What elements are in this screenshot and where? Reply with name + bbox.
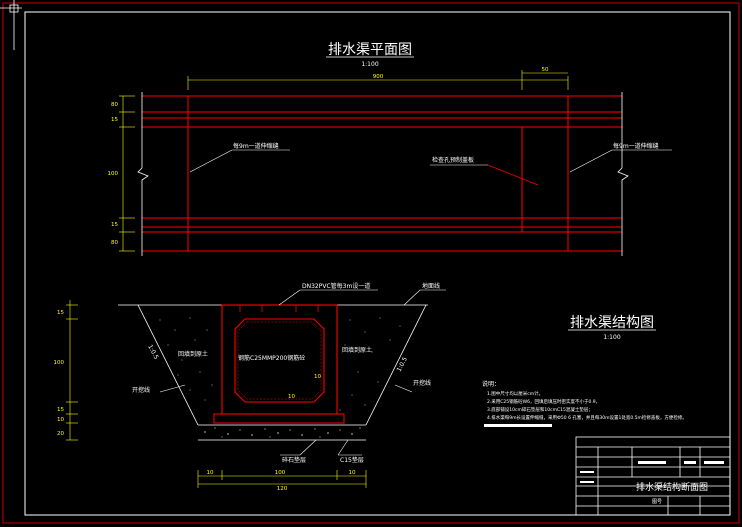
plan-left-dim-1: 80 — [111, 102, 118, 108]
concrete-label: 钢筋C25MMP200钢筋砼 — [238, 354, 305, 362]
notes-underline-bar — [484, 424, 552, 427]
section-left-dim-1: 15 — [57, 310, 64, 316]
backfill-hatch — [159, 317, 401, 411]
haunch-dim-1: 10 — [314, 374, 321, 380]
plan-view: 排水渠平面图 1:100 900 50 — [108, 42, 672, 256]
section-leaders — [159, 289, 446, 456]
culvert-inner-wall — [234, 318, 325, 403]
excavation-label-right: 开挖线 — [413, 379, 431, 387]
title-block-small-label: 图号 — [652, 499, 662, 505]
c15-label: C15垫层 — [340, 456, 364, 464]
top-slab-detail — [239, 305, 319, 312]
title-block — [575, 436, 731, 516]
excavation-label-left: 开挖线 — [132, 386, 150, 394]
ground-line-label: 地面线 — [422, 282, 440, 290]
plan-left-dim-5: 80 — [111, 240, 118, 246]
section-title: 排水渠结构图 — [570, 315, 654, 331]
section-bottom-dimension — [197, 470, 367, 488]
gravel-hatch — [204, 427, 361, 438]
plan-scale: 1:100 — [361, 61, 378, 68]
note-item-3: 3.底部铺设10cm碎石垫层和10cmC15混凝土垫层； — [487, 406, 593, 413]
section-bottom-dim-1: 10 — [207, 470, 214, 476]
section-scale: 1:100 — [603, 334, 620, 341]
plan-dimension-lines — [187, 70, 569, 90]
section-bottom-dim-3: 10 — [349, 470, 356, 476]
plan-dim-right: 50 — [542, 67, 549, 73]
plan-left-dim-2: 15 — [111, 117, 118, 123]
note-item-4: 4.排水渠每9m长设置伸缩缝，采用Ф50 6 孔塞，并且每30m设置1处宽0.5… — [487, 414, 687, 421]
plan-left-dimension — [119, 95, 135, 252]
culvert-rebar — [237, 321, 322, 400]
inner-frame — [24, 11, 731, 516]
plan-joint-label-left: 每9m一道伸缩缝 — [233, 142, 279, 150]
section-view: 排水渠结构图 1:100 — [54, 282, 656, 492]
haunch-dim-2: 10 — [288, 394, 295, 400]
plan-dim-total: 900 — [373, 74, 384, 80]
plan-title: 排水渠平面图 — [328, 42, 412, 58]
notes-block: 说明： 1.图中尺寸均以厘米cm计。 2.采用C25钢筋砼W6，回填后填压时密实… — [482, 380, 687, 427]
drawing-title: 排水渠结构断面图 — [636, 481, 708, 493]
backfill-label-left: 回填到原土 — [178, 350, 208, 358]
section-bottom-total: 120 — [277, 486, 288, 492]
note-item-2: 2.采用C25钢筋砼W6，回填后填压时密实度不小于0.9， — [487, 398, 600, 405]
backfill-label-right: 回填到原土 — [342, 346, 372, 354]
section-left-dim-2: 100 — [54, 360, 65, 366]
plan-left-dim-3: 100 — [108, 171, 119, 177]
plan-slab-label: 检查孔预制盖板 — [432, 156, 474, 164]
plan-break-lines — [137, 92, 629, 256]
ucs-icon — [0, 0, 22, 50]
title-block-fills — [580, 461, 724, 483]
notes-heading: 说明： — [482, 380, 500, 388]
slab-leader — [487, 164, 539, 186]
section-bottom-dim-2: 100 — [275, 470, 286, 476]
section-left-dim-3: 15 — [57, 407, 64, 413]
gravel-label: 碎石垫层 — [282, 456, 306, 464]
plan-channel-lines — [142, 95, 622, 252]
section-left-dimension — [66, 300, 78, 441]
plan-joint-label-right: 每9m一道伸缩缝 — [613, 142, 659, 150]
pipe-label: DN32PVC管每3m设一道 — [302, 282, 370, 290]
plan-leaders — [189, 149, 672, 173]
plan-left-dim-4: 15 — [111, 222, 118, 228]
note-item-1: 1.图中尺寸均以厘米cm计。 — [487, 390, 543, 397]
section-left-dim-4: 10 — [57, 417, 64, 423]
section-left-dim-5: 20 — [57, 431, 64, 437]
